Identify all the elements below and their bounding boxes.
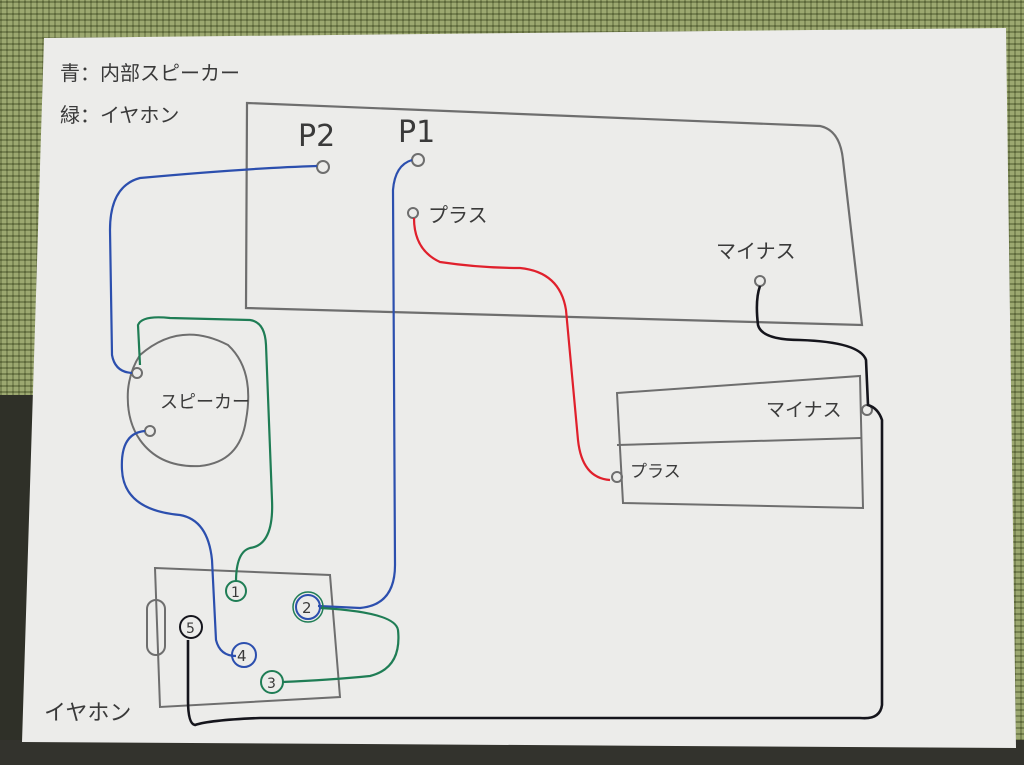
jack-pin-2-label: 2 [302, 599, 312, 617]
terminal-plus-battery [611, 471, 623, 483]
battery-divider [616, 437, 862, 446]
legend-blue-text: 青：内部スピーカー [60, 61, 240, 85]
jack-pin-1-label: 1 [231, 585, 240, 601]
wire-green-speaker-pin1 [136, 316, 274, 583]
main-board-outline [244, 101, 864, 327]
wire-black-minus [186, 285, 884, 727]
label-p2: P2 [298, 119, 335, 154]
jack-pin-3: 3 [260, 670, 284, 694]
paper-sheet [22, 28, 1016, 748]
label-minus-battery: マイナス [766, 399, 842, 421]
jack-pin-2: 2 [292, 591, 324, 623]
speaker-outline [126, 333, 250, 468]
label-plus-top: プラス [428, 203, 488, 227]
legend-green-text: 緑：イヤホン [60, 103, 179, 127]
wire-blue-speaker-pin4 [120, 429, 237, 658]
speaker-label: スピーカー [160, 392, 250, 413]
jack-pin-5: 5 [179, 615, 203, 639]
wire-blue-p2-speaker [108, 164, 318, 375]
earphone-jack-body [153, 566, 342, 709]
battery-box [615, 374, 865, 510]
jack-pin-4: 4 [231, 642, 257, 668]
wire-blue-p1-pin2 [317, 158, 413, 610]
jack-pin-5-label: 5 [186, 621, 195, 637]
jack-plug-hole [146, 599, 166, 656]
jack-label: イヤホン [44, 701, 131, 726]
label-minus-top: マイナス [716, 239, 796, 263]
jack-pin-4-label: 4 [237, 647, 247, 665]
wire-green-pin2-pin3 [281, 606, 400, 684]
label-plus-battery: プラス [630, 462, 681, 482]
jack-pin-1: 1 [225, 580, 247, 602]
label-p1: P1 [398, 115, 435, 150]
wire-red-plus [412, 217, 611, 482]
jack-pin-3-label: 3 [267, 676, 276, 692]
